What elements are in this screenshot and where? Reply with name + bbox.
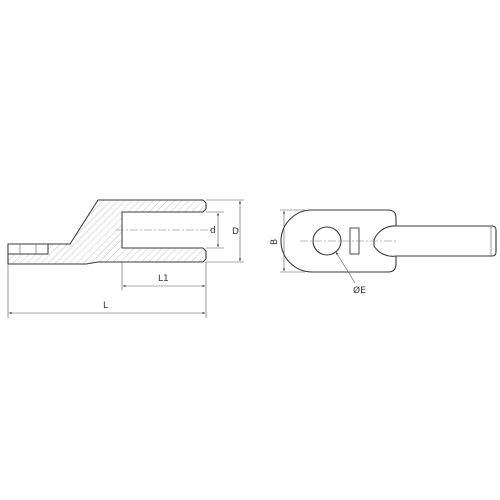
dim-label-L1: L1: [158, 274, 169, 284]
dimension-D: D: [206, 199, 244, 263]
dimension-E: ØE: [335, 251, 366, 296]
dimension-B: B: [270, 209, 305, 273]
dim-label-L: L: [103, 301, 108, 311]
top-view: [280, 209, 497, 273]
dim-label-D: D: [232, 227, 239, 237]
side-section-view: [7, 199, 214, 265]
dim-label-E: ØE: [353, 285, 366, 296]
dim-label-B: B: [270, 239, 280, 245]
dim-label-d: d: [210, 226, 216, 236]
tongue-hole: [7, 243, 49, 255]
barrel-outline: [396, 225, 497, 257]
dimension-L1: L1: [121, 262, 207, 290]
dimension-d: d: [206, 211, 224, 249]
bolt-hole: [312, 226, 342, 256]
palm-outline: [280, 209, 397, 273]
dimension-L: L: [7, 264, 207, 318]
